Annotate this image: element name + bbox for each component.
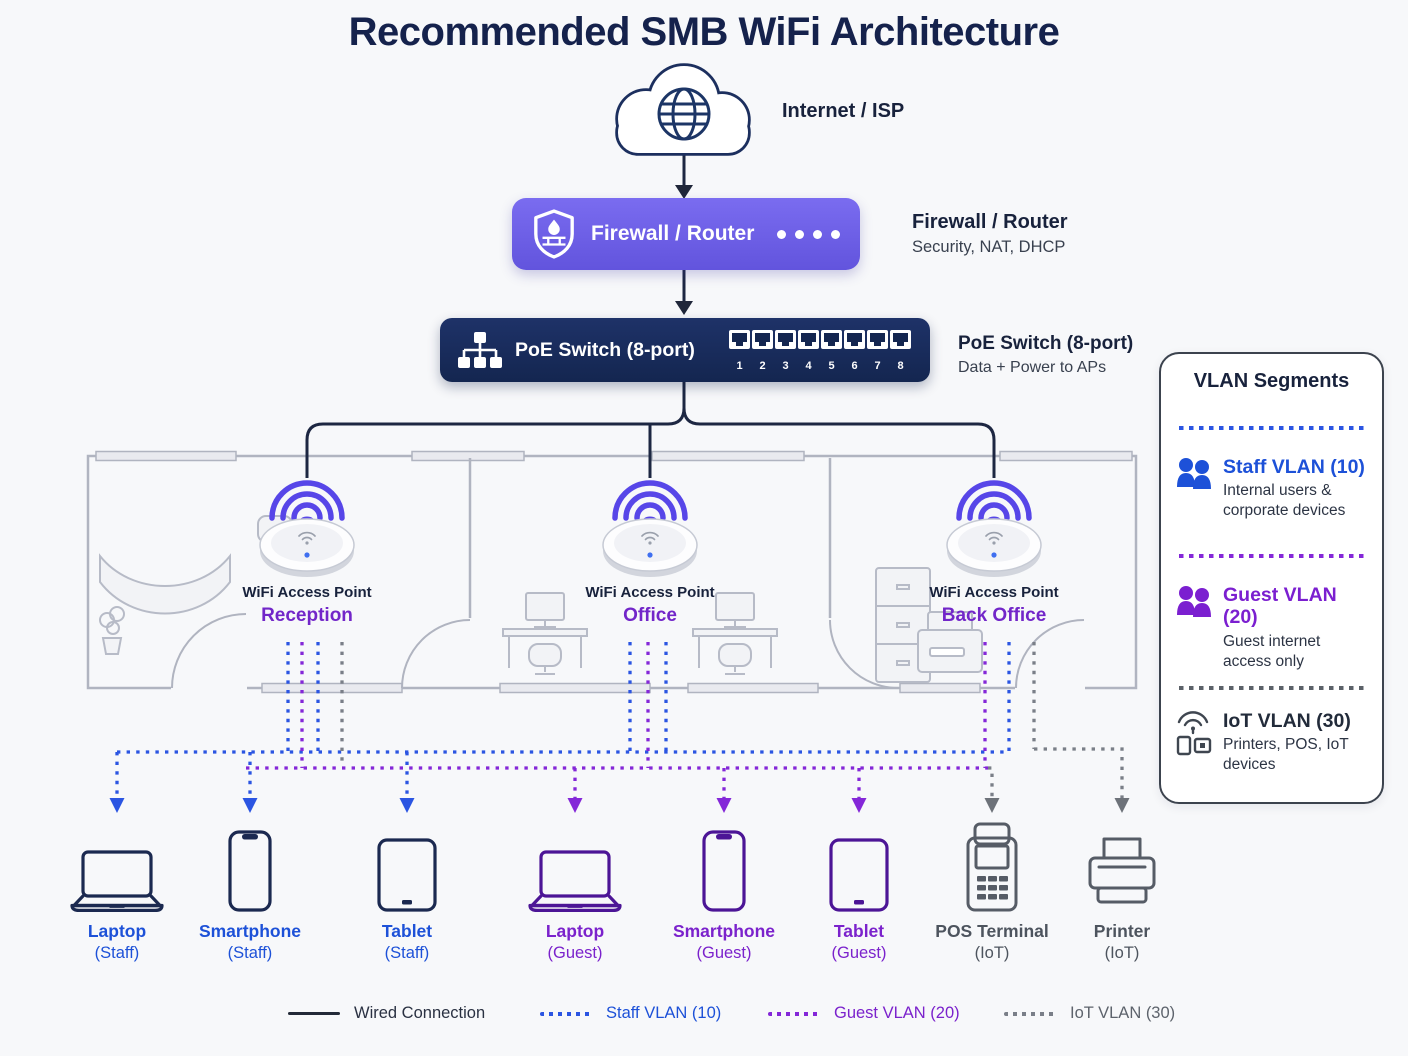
poe-switch-node: PoE Switch (8-port) 1 2 3 4 5 6 7 8 (440, 318, 930, 382)
svg-text:8: 8 (897, 360, 903, 372)
firewall-router-node: Firewall / Router (512, 198, 860, 270)
wired-connections (305, 153, 996, 478)
guest-vlan-lines (246, 642, 988, 799)
device-tablet-staff: Tablet (Staff) (332, 818, 482, 963)
device-printer-iot: Printer (IoT) (1047, 818, 1197, 963)
device-pos-terminal-iot: POS Terminal (IoT) (917, 818, 1067, 963)
firewall-side-label: Firewall / Router Security, NAT, DHCP (912, 211, 1068, 256)
device-laptop-guest: Laptop (Guest) (500, 818, 650, 963)
legend-line-guest (768, 1011, 820, 1016)
page-title: Recommended SMB WiFi Architecture (348, 10, 1060, 54)
svg-text:3: 3 (782, 360, 788, 372)
firewall-box-label: Firewall / Router (591, 222, 755, 245)
vlan-name-staff: Staff VLAN (10) (1223, 456, 1365, 478)
pos-terminal-icon (966, 822, 1018, 912)
globe-icon (657, 87, 711, 141)
vlan-item-staff: Staff VLAN (10) Internal users & corpora… (1175, 456, 1375, 521)
legend-staff-vlan: Staff VLAN (10) (540, 1004, 721, 1023)
smartphone-icon (702, 830, 746, 912)
people-icon (1177, 586, 1211, 617)
access-point-back-office (946, 518, 1042, 577)
vlan-panel-title: VLAN Segments (1193, 370, 1350, 392)
vlan-desc-staff: Internal users & corporate devices (1223, 482, 1346, 520)
wifi-waves-office (612, 480, 688, 521)
legend-line-staff (540, 1011, 592, 1016)
legend-wired: Wired Connection (288, 1004, 485, 1023)
iot-vlan-lines (340, 642, 1124, 799)
vlan-desc-iot: Printers, POS, IoT devices (1223, 736, 1349, 774)
copier (917, 611, 983, 673)
wifi-waves-back-office (956, 480, 1032, 521)
ap-label-office: WiFi Access Point (585, 584, 715, 601)
internet-label: Internet / ISP (782, 100, 905, 122)
status-dots (777, 229, 840, 239)
ap-room-back-office: Back Office (941, 605, 1047, 626)
svg-text:4: 4 (805, 360, 812, 372)
laptop-icon (70, 850, 164, 912)
vlan-arrowheads (109, 798, 1130, 813)
ap-label-back-office: WiFi Access Point (929, 584, 1059, 601)
cloud-icon (615, 63, 751, 156)
vlan-segments-panel: VLAN Segments Staff VLAN (10) Internal u… (1159, 352, 1384, 804)
svg-text:2: 2 (759, 360, 765, 372)
wired-arrowheads (675, 185, 693, 315)
legend-line-solid (288, 1011, 340, 1016)
ap-label-reception: WiFi Access Point (242, 584, 372, 601)
ethernet-ports-icon: 1 2 3 4 5 6 7 8 (729, 330, 911, 372)
office-desk-left (502, 592, 588, 675)
poe-box-label: PoE Switch (8-port) (515, 338, 695, 361)
vlan-name-iot: IoT VLAN (30) (1223, 710, 1351, 732)
legend-line-iot (1004, 1011, 1056, 1016)
device-laptop-staff: Laptop (Staff) (42, 818, 192, 963)
office-desk-right (692, 592, 778, 675)
ap-room-office: Office (623, 605, 677, 626)
divider-staff (1179, 426, 1364, 430)
smartphone-icon (228, 830, 272, 912)
device-smartphone-staff: Smartphone (Staff) (175, 818, 325, 963)
laptop-icon (528, 850, 622, 912)
svg-text:6: 6 (851, 360, 857, 372)
vlan-item-guest: Guest VLAN (20) Guest internet access on… (1175, 584, 1375, 672)
legend-iot-vlan: IoT VLAN (30) (1004, 1004, 1175, 1023)
vlan-item-iot: IoT VLAN (30) Printers, POS, IoT devices (1175, 710, 1375, 775)
network-switch-icon (458, 332, 502, 368)
shield-firewall-icon (534, 209, 574, 259)
poe-side-label: PoE Switch (8-port) Data + Power to APs (958, 333, 1134, 376)
vlan-name-guest: Guest VLAN (20) (1223, 584, 1337, 629)
vlan-desc-guest: Guest internet access only (1223, 632, 1321, 670)
device-tablet-guest: Tablet (Guest) (784, 818, 934, 963)
printer-icon (1088, 837, 1156, 904)
device-smartphone-guest: Smartphone (Guest) (649, 818, 799, 963)
access-point-office (602, 518, 698, 577)
legend-guest-vlan: Guest VLAN (20) (768, 1004, 960, 1023)
iot-devices-icon (1176, 711, 1212, 756)
staff-vlan-lines (115, 642, 1011, 799)
file-cabinet (875, 567, 931, 683)
svg-text:7: 7 (874, 360, 880, 372)
svg-text:1: 1 (736, 360, 742, 372)
divider-iot (1179, 686, 1364, 690)
divider-guest (1179, 554, 1364, 558)
ap-room-reception: Reception (261, 605, 353, 626)
tablet-icon (829, 838, 889, 912)
svg-text:5: 5 (828, 360, 834, 372)
wifi-waves-reception (269, 480, 345, 521)
tablet-icon (377, 838, 437, 912)
people-icon (1177, 458, 1211, 489)
access-point-reception (259, 518, 355, 577)
